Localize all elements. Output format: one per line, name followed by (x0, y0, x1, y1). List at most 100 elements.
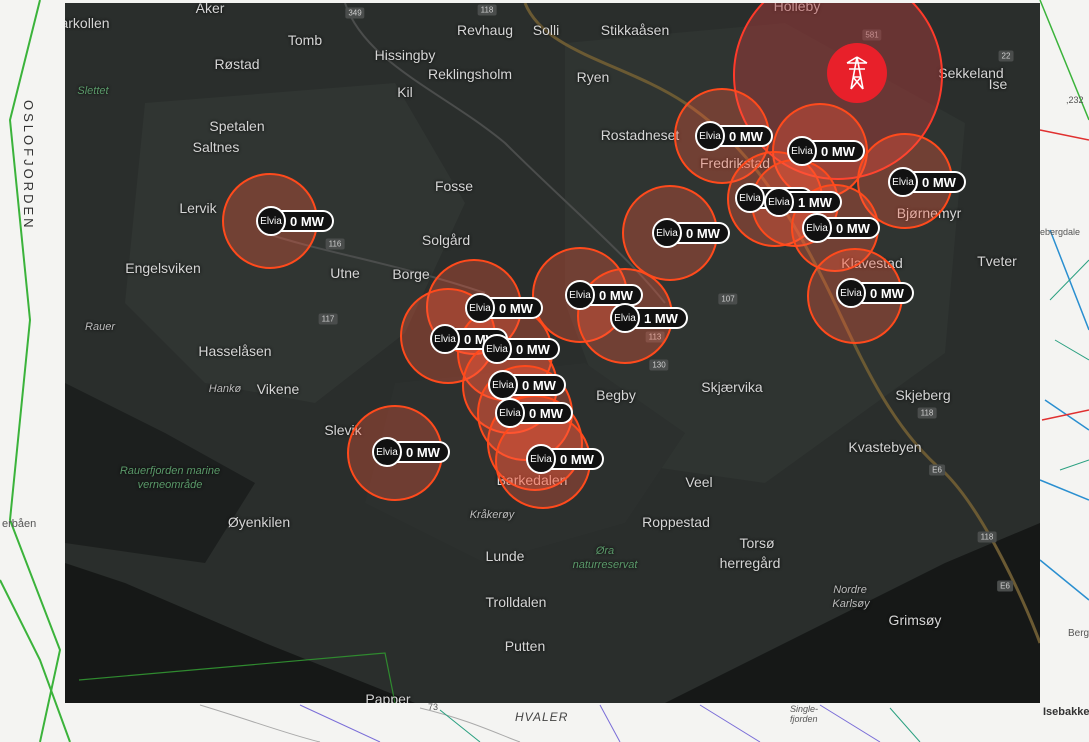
erbaen-label: erbåen (2, 518, 37, 530)
place-label: Øyenkilen (227, 514, 291, 530)
place-label: Spetalen (209, 118, 265, 134)
power-pylon-icon (846, 56, 868, 90)
place-label: Revhaug (456, 22, 514, 38)
place-label: Vikene (256, 381, 300, 397)
road-shield: 22 (998, 50, 1014, 62)
capacity-value: 0 MW (912, 171, 966, 193)
bergdale-label: ebergdale (1040, 227, 1081, 237)
place-label: Røstad (214, 56, 260, 72)
road-shield: E6 (929, 464, 945, 476)
place-label: Roppestad (642, 514, 710, 530)
place-label: Papper (365, 691, 411, 703)
elvia-logo-icon: Elvia (787, 136, 817, 166)
capacity-value: 0 MW (811, 140, 865, 162)
place-label: Aker (195, 3, 225, 16)
place-label: Kil (397, 84, 413, 100)
place-label: Veel (685, 474, 713, 490)
place-label: Borge (392, 266, 430, 282)
elvia-logo-icon: Elvia (430, 324, 460, 354)
capacity-value: 0 MW (550, 448, 604, 470)
capacity-value: 1 MW (788, 191, 842, 213)
road-shield: 116 (325, 238, 345, 250)
capacity-value: 0 MW (519, 402, 573, 424)
place-label: Solli (532, 22, 560, 38)
elvia-logo-icon: Elvia (836, 278, 866, 308)
place-label-italic: Rauer (85, 321, 115, 333)
elvia-logo-icon: Elvia (495, 398, 525, 428)
road-shield: 349 (345, 7, 365, 19)
place-label: herregård (719, 555, 781, 571)
capacity-value: 0 MW (826, 217, 880, 239)
n232-label: ,232 (1066, 95, 1084, 105)
place-label: Skjærvika (701, 379, 763, 395)
isebakke-label: Isebakke (1043, 706, 1089, 718)
road-shield: 118 (917, 407, 937, 419)
capacity-value: 0 MW (676, 222, 730, 244)
place-label: Begby (596, 387, 636, 403)
nature-area-label: verneområde (137, 479, 203, 491)
berg-label: Berg (1068, 628, 1089, 639)
elvia-logo-icon: Elvia (372, 437, 402, 467)
place-label: Skjeberg (895, 387, 951, 403)
road-shield: 107 (718, 293, 738, 305)
capacity-value: 0 MW (719, 125, 773, 147)
place-label: Putten (504, 638, 546, 654)
capacity-value: 0 MW (512, 374, 566, 396)
elvia-logo-icon: Elvia (764, 187, 794, 217)
place-label: Rostadneset (600, 127, 680, 143)
place-label: Saltnes (192, 139, 240, 155)
nature-area-label: naturreservat (572, 559, 638, 571)
nature-area-label: Slettet (77, 85, 109, 97)
capacity-value: 0 MW (589, 284, 643, 306)
place-label: Engelsviken (125, 260, 201, 276)
road-shield: 130 (649, 359, 669, 371)
place-label: Lunde (485, 548, 525, 564)
elvia-logo-icon: Elvia (735, 183, 765, 213)
oslofjorden-label: OSLOFJORDEN (21, 100, 36, 231)
capacity-value: 0 MW (489, 297, 543, 319)
nature-area-label: Rauerfjorden marine (119, 465, 221, 477)
place-label: Fosse (434, 178, 474, 194)
road-shield: E6 (997, 580, 1013, 592)
place-label: Trolldalen (485, 594, 547, 610)
place-label: arkollen (65, 15, 110, 31)
road-shield: 117 (318, 313, 338, 325)
capacity-value: 0 MW (860, 282, 914, 304)
elvia-logo-icon: Elvia (526, 444, 556, 474)
place-label-italic: Kråkerøy (469, 509, 515, 521)
capacity-value: 1 MW (634, 307, 688, 329)
place-label-italic: Karlsøy (832, 598, 870, 610)
elvia-logo-icon: Elvia (488, 370, 518, 400)
elvia-logo-icon: Elvia (652, 218, 682, 248)
place-label: Reklingsholm (427, 66, 513, 82)
n73-label: 73 (428, 702, 439, 712)
place-label: Ise (988, 76, 1008, 92)
elvia-logo-icon: Elvia (888, 167, 918, 197)
substation-tower-icon[interactable] (827, 43, 887, 103)
single-fjorden-label: Single- fjorden (790, 704, 819, 724)
nature-area-label: Øra (595, 545, 615, 557)
road-shield: 118 (477, 4, 497, 16)
elvia-logo-icon: Elvia (695, 121, 725, 151)
elvia-logo-icon: Elvia (482, 334, 512, 364)
place-label: Lervik (179, 200, 217, 216)
